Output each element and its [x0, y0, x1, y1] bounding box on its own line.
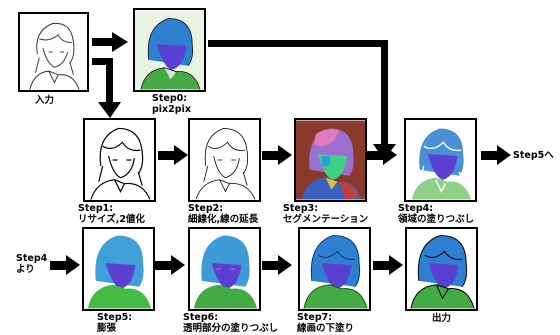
- step5-image: [82, 227, 155, 311]
- arrow-step2-to-step3: [262, 145, 292, 165]
- colored-illustration: [135, 10, 204, 90]
- binarized-sketch: [90, 127, 151, 200]
- step2-image: [188, 118, 261, 202]
- arrow-step4-to-step5: [481, 145, 511, 165]
- arrow-input-to-step1: [92, 58, 121, 118]
- input-image: [18, 12, 89, 92]
- arrow-step3-to-step4: [367, 145, 397, 165]
- line-underpaint-illustration: [300, 229, 369, 309]
- filled-transparent-illustration: [190, 229, 259, 309]
- step6-label: Step6: 透明部分の塗りつぶし: [183, 312, 279, 334]
- input-label: 入力: [35, 95, 55, 106]
- arrow-step1-to-step2: [158, 145, 188, 165]
- final-illustration: [407, 229, 476, 309]
- step5-label: Step5: 膨張: [97, 312, 133, 334]
- step2-label: Step2: 細線化,線の延長: [188, 203, 259, 225]
- step6-image: [188, 227, 261, 311]
- step0-image: [133, 8, 206, 92]
- step4-label: Step4: 領域の塗りつぶし: [398, 203, 475, 225]
- step7-image: [298, 227, 371, 311]
- segmentation-map: [296, 120, 365, 200]
- filled-regions: [406, 120, 475, 200]
- arrow-step7-to-output: [373, 255, 403, 275]
- from-step4-label: Step4 より: [16, 253, 48, 275]
- arrow-input-to-step0: [92, 32, 128, 52]
- step4-image: [404, 118, 477, 202]
- thinned-sketch: [195, 128, 256, 200]
- output-image: [405, 227, 478, 311]
- to-step5-label: Step5へ: [513, 150, 554, 161]
- arrow-step6-to-step7: [262, 255, 292, 275]
- step7-label: Step7: 線画の下塗り: [297, 312, 355, 334]
- arrow-step4-into-step5: [50, 255, 80, 275]
- step1-image: [83, 118, 156, 202]
- sketch-illustration: [29, 22, 80, 90]
- step0-label: Step0: pix2pix: [152, 93, 191, 115]
- arrow-step5-to-step6: [155, 255, 185, 275]
- dilated-illustration: [84, 229, 153, 309]
- step3-label: Step3: セグメンテーション: [283, 203, 369, 225]
- step1-label: Step1: リサイズ,2値化: [78, 203, 145, 225]
- step3-image: [294, 118, 367, 202]
- output-label: 出力: [432, 313, 452, 324]
